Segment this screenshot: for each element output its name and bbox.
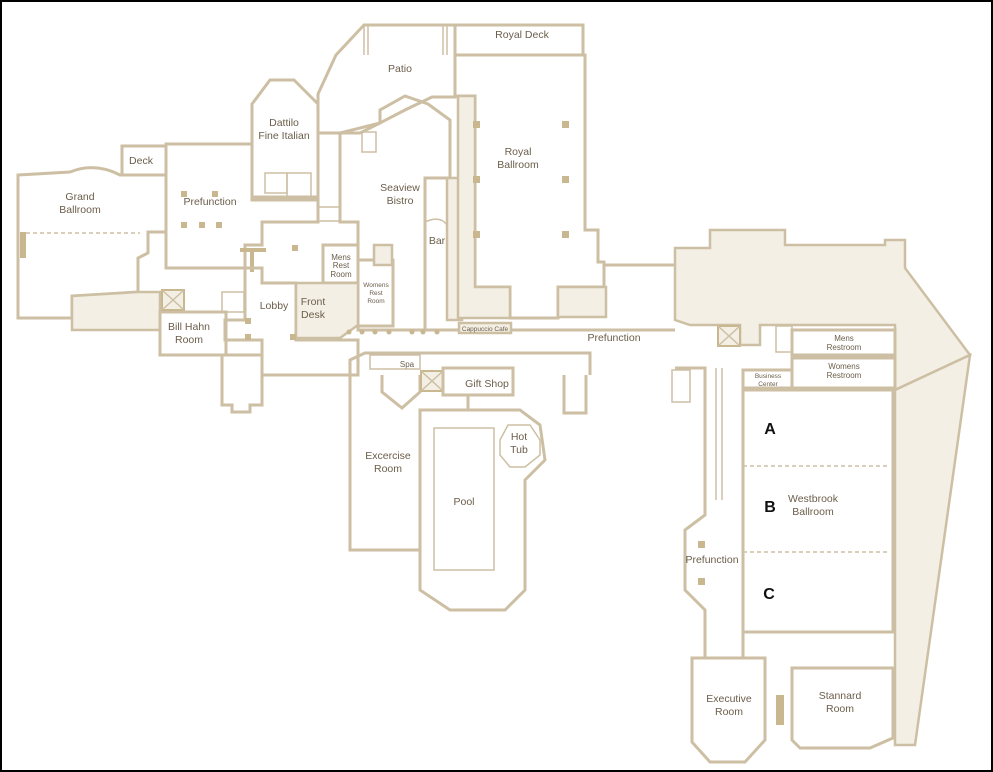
label-dattilo-1: Dattilo (269, 117, 299, 129)
label-front-desk-2: Desk (301, 309, 326, 321)
label-patio: Patio (388, 63, 412, 75)
label-womens-rest-3: Room (367, 298, 384, 305)
section-letter-c: C (763, 586, 775, 603)
label-cappuccio-cafe: Cappuccio Cafe (462, 326, 509, 333)
label-grand-ballroom-2: Ballroom (59, 204, 101, 216)
label-spa: Spa (400, 360, 415, 369)
label-executive-1: Executive (706, 693, 752, 705)
bill-hahn-room-walls (158, 310, 228, 357)
label-bill-hahn-2: Room (175, 334, 203, 346)
label-hot-tub-1: Hot (511, 431, 527, 443)
section-letter-a: A (764, 421, 776, 438)
label-mens-rest-1: Mens (331, 253, 351, 262)
mens-restroom-walls (790, 328, 897, 357)
label-prefunction-center: Prefunction (587, 332, 640, 344)
label-mens-restroom-2: Restroom (827, 343, 862, 352)
east-service-strip (893, 352, 972, 747)
label-seaview-1: Seaview (380, 182, 420, 194)
label-exercise-1: Excercise (365, 450, 411, 462)
label-seaview-2: Bistro (387, 195, 414, 207)
label-westbrook-1: Westbrook (788, 493, 839, 505)
label-mens-restroom-1: Mens (834, 334, 854, 343)
pool-basin (433, 427, 495, 571)
label-royal-ballroom-1: Royal (505, 146, 532, 158)
spa-walls (369, 354, 421, 370)
business-center-walls (741, 368, 794, 390)
label-hot-tub-2: Tub (510, 444, 528, 456)
label-bar: Bar (429, 235, 446, 247)
label-deck: Deck (129, 155, 154, 167)
label-bill-hahn-1: Bill Hahn (168, 321, 210, 333)
label-womens-restroom-1: Womens (828, 362, 859, 371)
label-royal-ballroom-2: Ballroom (497, 159, 539, 171)
label-business-center-2: Center (758, 381, 778, 388)
label-business-center-1: Business (755, 373, 782, 380)
grand-ballroom-service (70, 290, 162, 332)
label-dattilo-2: Fine Italian (258, 130, 310, 142)
label-prefunction-east: Prefunction (685, 554, 738, 566)
label-mens-rest-3: Room (330, 270, 352, 279)
label-gift-shop: Gift Shop (465, 378, 509, 390)
label-grand-ballroom-1: Grand (65, 191, 94, 203)
label-prefunction-west: Prefunction (183, 196, 236, 208)
label-executive-2: Room (715, 706, 743, 718)
executive-room-walls (690, 656, 767, 764)
label-pool: Pool (453, 496, 474, 508)
label-exercise-2: Room (374, 463, 402, 475)
gift-shop-walls (441, 366, 515, 397)
pool-area-walls (418, 408, 547, 612)
label-womens-rest-1: Womens (363, 282, 389, 289)
royal-deck-walls (453, 23, 585, 57)
label-stannard-1: Stannard (819, 690, 862, 702)
label-womens-restroom-2: Restroom (827, 371, 862, 380)
label-stannard-2: Room (826, 703, 854, 715)
stannard-room-walls (790, 666, 895, 750)
label-royal-deck: Royal Deck (495, 29, 549, 41)
section-letter-b: B (764, 499, 776, 516)
label-westbrook-2: Ballroom (792, 506, 834, 518)
label-womens-rest-2: Rest (369, 290, 383, 297)
hot-tub-basin (499, 424, 541, 468)
label-mens-rest-2: Rest (333, 261, 350, 270)
label-lobby: Lobby (260, 300, 289, 312)
label-front-desk-1: Front (301, 296, 326, 308)
